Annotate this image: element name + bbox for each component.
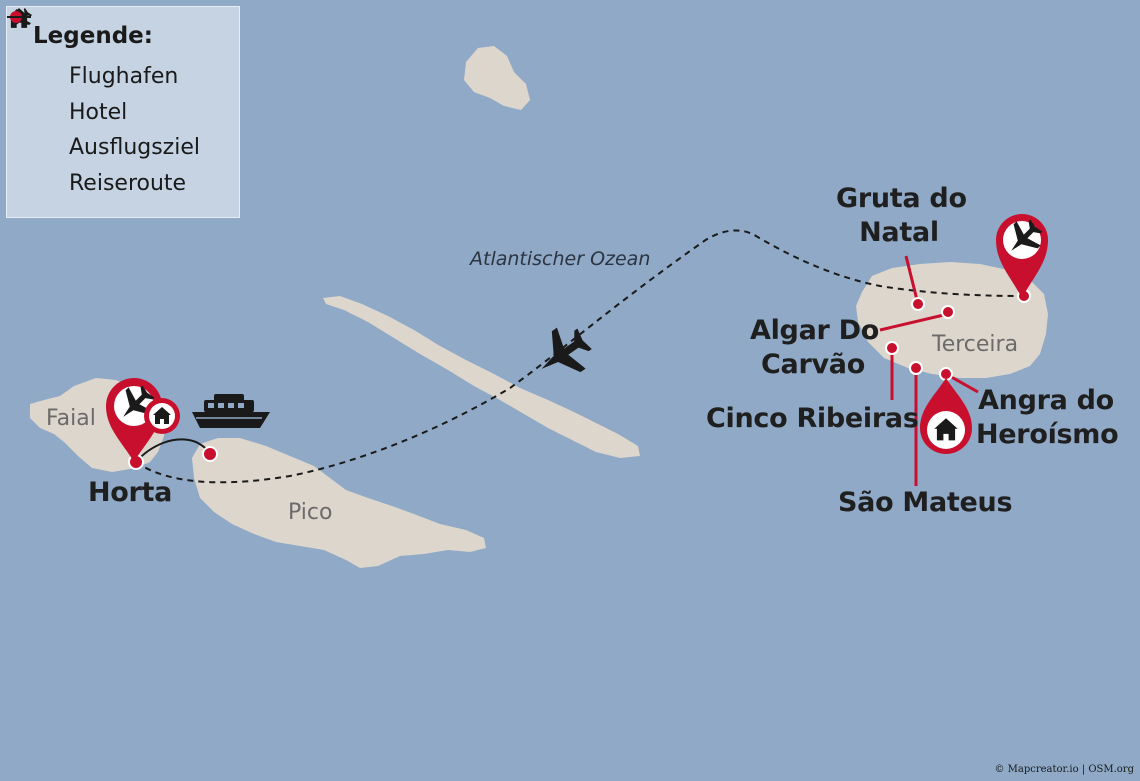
island-sao-jorge <box>323 296 640 458</box>
house-icon <box>934 418 958 441</box>
airplane-icon <box>1011 219 1043 251</box>
legend-label-flughafen: Flughafen <box>69 64 179 90</box>
horta-airport-pin <box>106 378 162 462</box>
dot-algar <box>941 305 955 319</box>
legend-label-reiseroute: Reiseroute <box>69 170 187 196</box>
place-label-horta: Horta <box>88 477 173 508</box>
dot-cinco <box>885 341 899 355</box>
terceira-airport-pin <box>996 214 1048 298</box>
island-label-terceira: Terceira <box>932 332 1019 357</box>
place-label-cinco-ribeiras: Cinco Ribeiras <box>706 403 919 434</box>
legend-label-hotel: Hotel <box>69 99 128 125</box>
angra-line2: Heroísmo <box>976 419 1119 450</box>
island-label-faial: Faial <box>46 406 96 431</box>
legend-item-hotel: Hotel <box>8 8 239 131</box>
island-label-pico: Pico <box>288 500 333 525</box>
pointer-algar <box>879 312 949 332</box>
legend-item-ausflugsziel: Ausflugsziel <box>10 11 239 166</box>
island-pico <box>192 438 486 568</box>
island-terceira <box>856 262 1048 378</box>
dot-sao-mateus <box>909 361 923 375</box>
place-label-sao-mateus: São Mateus <box>838 487 1013 518</box>
legend-item-flughafen: Flughafen <box>13 7 239 95</box>
angra-hotel-pin <box>920 378 972 454</box>
ocean-label: Atlantischer Ozean <box>470 248 651 270</box>
place-label-algar-do-carvao: Algar Do Carvão <box>750 314 879 382</box>
gruta-line2: Natal <box>859 217 939 248</box>
dot-gruta <box>911 297 925 311</box>
legend-title: Legende: <box>33 23 153 49</box>
house-icon <box>153 407 171 424</box>
algar-line2: Carvão <box>761 349 865 380</box>
legend-label-ausflugsziel: Ausflugsziel <box>69 135 200 161</box>
ferry-icon <box>192 394 270 428</box>
dot-pico <box>202 446 218 462</box>
island-graciosa <box>464 46 530 110</box>
pointer-gruta <box>904 255 920 305</box>
place-label-angra-do-heroismo: Angra do Heroísmo <box>976 384 1119 452</box>
algar-line1: Algar Do <box>750 315 879 346</box>
legend-item-reiseroute: Reiseroute <box>7 16 239 202</box>
gruta-line1: Gruta do <box>836 183 967 214</box>
excursion-dots <box>128 289 1031 470</box>
legend: Legende: Flughafen Hotel Ausflugsziel Re… <box>6 6 240 218</box>
horta-hotel-badge <box>144 398 180 434</box>
airplane-icon <box>541 327 592 373</box>
angra-line1: Angra do <box>978 385 1114 416</box>
place-label-gruta-do-natal: Gruta do Natal <box>836 182 967 250</box>
attribution: © Mapcreator.io | OSM.org <box>994 764 1134 775</box>
flight-route <box>135 229 1025 484</box>
